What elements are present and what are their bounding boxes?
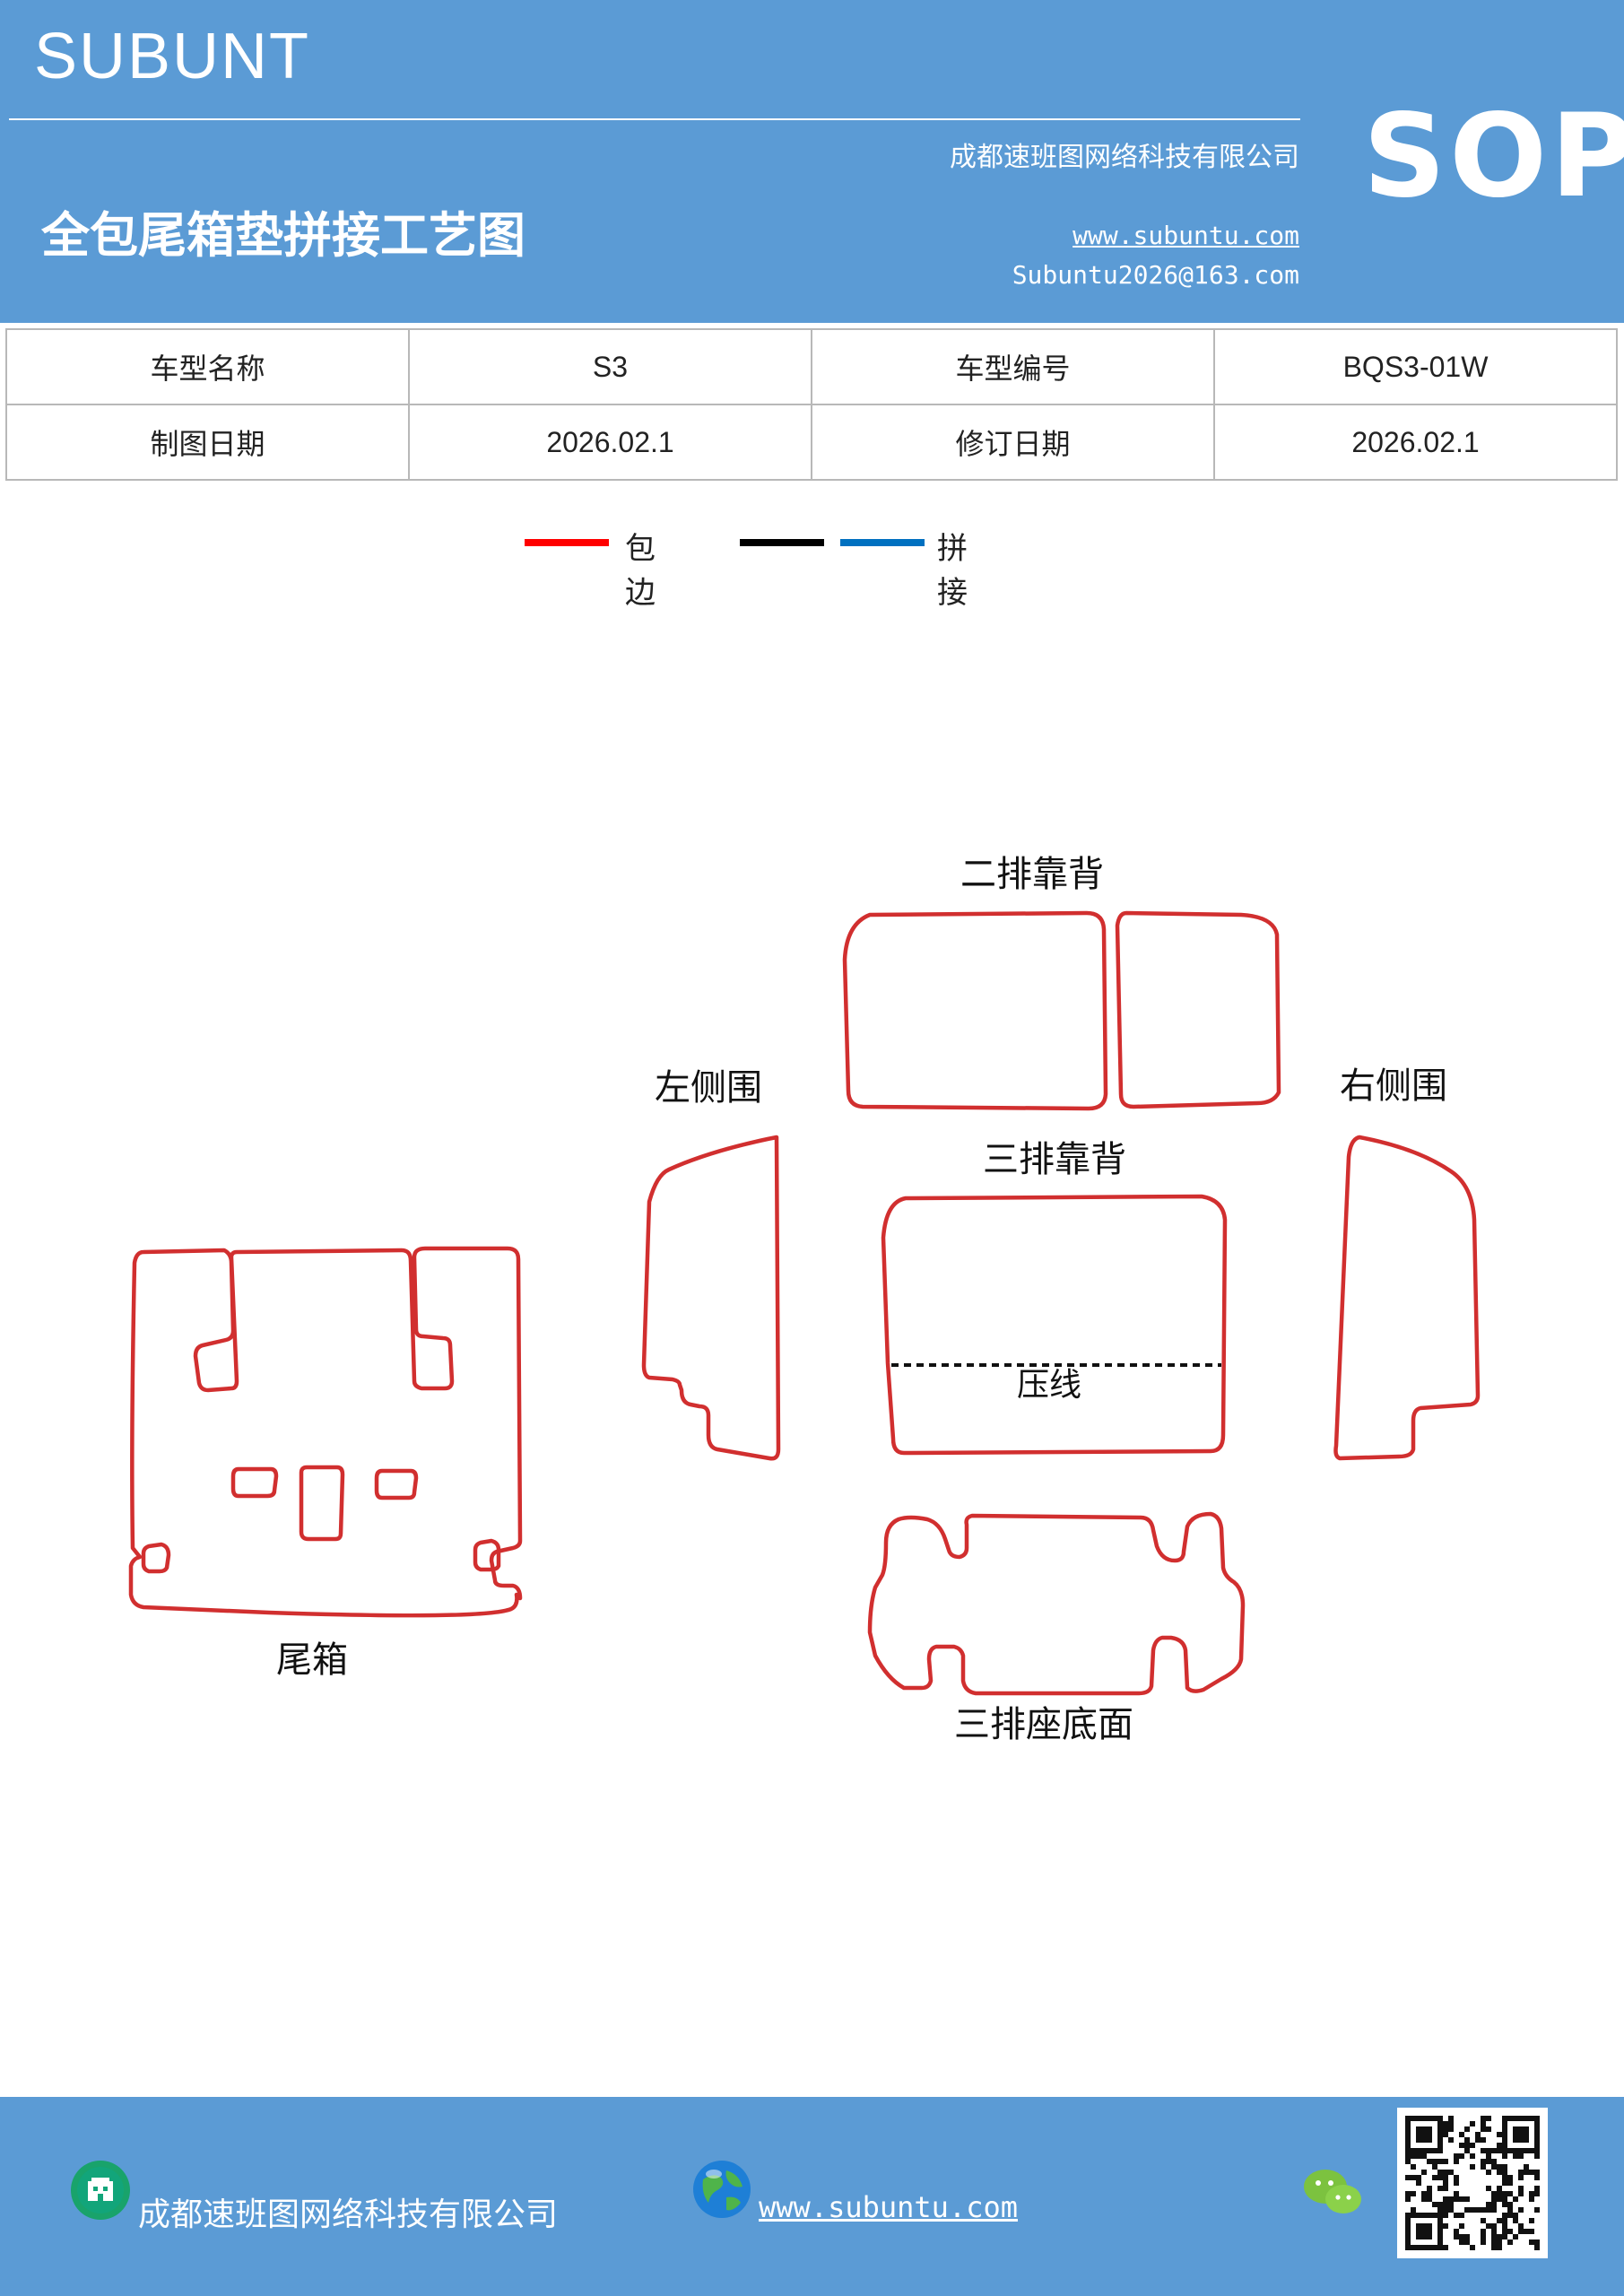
legend-edging-label: 包边 — [625, 531, 656, 611]
trunk-slot-left — [230, 1466, 279, 1499]
trunk-slot-center — [299, 1465, 345, 1542]
revision-date-label: 修订日期 — [811, 404, 1215, 481]
sop-badge: SOP — [1363, 90, 1624, 223]
third-row-seat-bottom-label: 三排座底面 — [954, 1704, 1133, 1745]
table-row: 制图日期 2026.02.1 修订日期 2026.02.1 — [5, 404, 1618, 481]
page-title: 全包尾箱垫拼接工艺图 — [41, 207, 525, 264]
left-side-label: 左侧围 — [655, 1067, 762, 1109]
legend-black-line — [740, 539, 824, 546]
drawing-date-value: 2026.02.1 — [408, 404, 812, 481]
second-row-back-right-panel — [1115, 910, 1281, 1109]
second-row-back-left-panel — [842, 910, 1108, 1111]
right-side-panel — [1333, 1135, 1481, 1461]
model-name-label: 车型名称 — [5, 328, 410, 405]
qr-code-image — [1405, 2116, 1540, 2250]
table-row: 车型名称 S3 车型编号 BQS3-01W — [5, 328, 1618, 405]
header-email: Subuntu2026@163.com — [1012, 260, 1299, 290]
drawing-date-label: 制图日期 — [5, 404, 410, 481]
header-banner — [0, 0, 1624, 323]
trunk-label: 尾箱 — [276, 1639, 348, 1681]
model-name-value: S3 — [408, 328, 812, 405]
press-line-label: 压线 — [1017, 1367, 1081, 1404]
header-company: 成都速班图网络科技有限公司 — [950, 142, 1299, 173]
header-website-link[interactable]: www.subuntu.com — [1073, 221, 1299, 250]
footer-website-link[interactable]: www.subuntu.com — [759, 2190, 1018, 2224]
globe-icon — [693, 2161, 751, 2218]
legend-splice-line — [840, 539, 925, 546]
third-row-back-label: 三排靠背 — [983, 1139, 1126, 1180]
revision-date-value: 2026.02.1 — [1213, 404, 1618, 481]
qr-code[interactable] — [1397, 2108, 1548, 2258]
second-row-back-label: 二排靠背 — [960, 854, 1104, 895]
footer-company: 成都速班图网络科技有限公司 — [138, 2196, 559, 2233]
trunk-corner-right — [473, 1538, 501, 1572]
trunk-corner-left — [141, 1542, 171, 1574]
wechat-icon[interactable] — [1302, 2165, 1365, 2219]
third-row-back-panel — [881, 1194, 1228, 1456]
building-icon — [71, 2161, 130, 2220]
legend-splice-label: 拼接 — [937, 531, 968, 611]
trunk-panel — [128, 1246, 523, 1618]
third-row-seat-bottom-panel — [867, 1511, 1246, 1696]
left-side-panel — [641, 1135, 781, 1461]
trunk-slot-right — [374, 1468, 419, 1500]
model-code-label: 车型编号 — [811, 328, 1215, 405]
legend-edging-line — [525, 539, 609, 546]
right-side-label: 右侧围 — [1340, 1065, 1447, 1107]
vehicle-info-table: 车型名称 S3 车型编号 BQS3-01W 制图日期 2026.02.1 修订日… — [5, 328, 1618, 481]
brand-name: SUBUNT — [34, 21, 311, 92]
model-code-value: BQS3-01W — [1213, 328, 1618, 405]
header-divider — [9, 118, 1300, 120]
